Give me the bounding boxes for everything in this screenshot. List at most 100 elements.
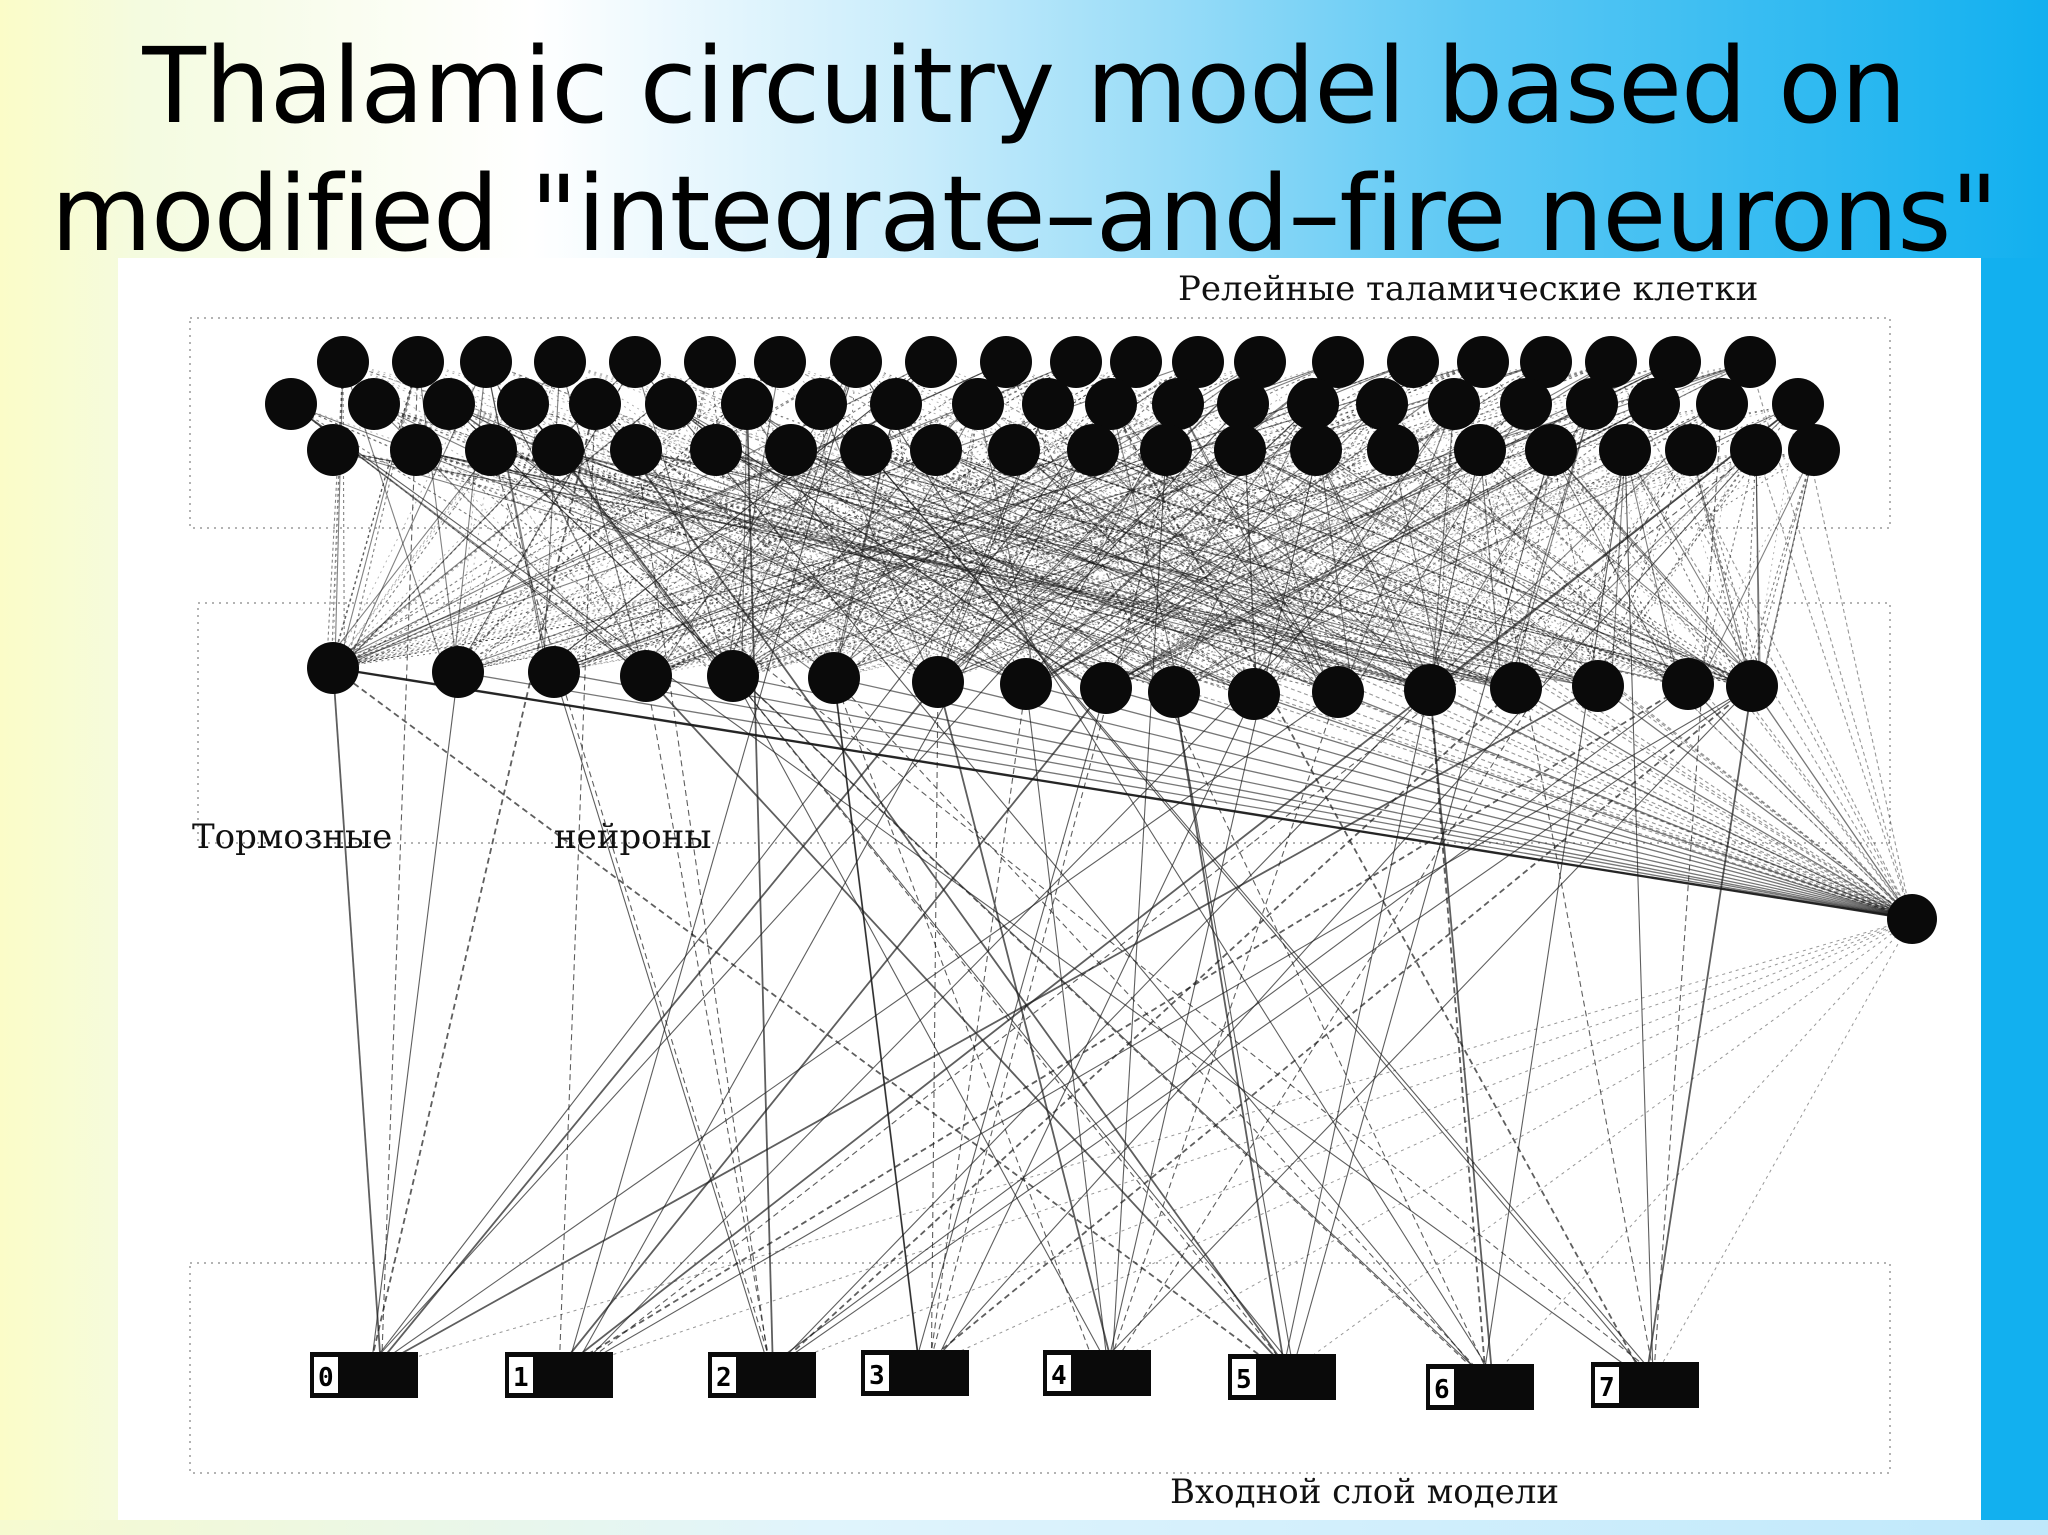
connection-line xyxy=(715,449,1510,689)
connection-line xyxy=(930,681,939,1369)
connection-line xyxy=(1550,449,1765,687)
relay-neuron xyxy=(1312,336,1364,388)
title-line-1: Thalamic circuitry model based on xyxy=(142,25,1906,147)
connection-line xyxy=(770,685,1753,1371)
connection-line xyxy=(779,361,1599,687)
connection-line xyxy=(553,361,1077,673)
relay-neuron xyxy=(1566,378,1618,430)
connection-line xyxy=(937,403,1179,683)
connection-line xyxy=(977,403,1913,920)
connection-line xyxy=(637,361,1484,677)
connection-line xyxy=(290,403,647,677)
connection-line xyxy=(342,361,1599,687)
connection-line xyxy=(709,361,1517,689)
connection-line xyxy=(332,449,1336,693)
connection-line xyxy=(645,361,1007,677)
connection-line xyxy=(732,403,1655,677)
relay-neuron xyxy=(980,336,1032,388)
connection-line xyxy=(1624,449,1680,685)
connection-line xyxy=(559,361,1027,685)
connection-line xyxy=(1239,449,1612,687)
bottom-band xyxy=(0,1520,2048,1535)
relay-neuron xyxy=(1772,378,1824,430)
input-unit-label: 7 xyxy=(1599,1373,1615,1403)
connection-line xyxy=(820,403,1913,920)
inhibitory-neuron xyxy=(1490,662,1542,714)
connection-line xyxy=(865,449,1585,687)
connection-line xyxy=(855,361,1431,691)
inhibitory-neuron xyxy=(1080,662,1132,714)
connection-line xyxy=(1687,683,1913,920)
connection-line xyxy=(820,403,1264,695)
input-unit-label-box xyxy=(863,1353,891,1393)
connection-line xyxy=(1047,403,1175,693)
connection-line xyxy=(790,449,939,683)
connection-line xyxy=(732,449,867,677)
connection-line xyxy=(1013,449,1517,689)
relay-neuron xyxy=(465,424,517,476)
connection-line xyxy=(553,361,1077,673)
connection-line xyxy=(1254,403,1655,695)
connection-line xyxy=(1652,403,1723,1381)
connection-line xyxy=(332,403,1593,669)
connection-line xyxy=(1381,403,1517,689)
connection-line xyxy=(1092,449,1255,695)
relay-neuron xyxy=(307,424,359,476)
connection-line xyxy=(415,449,1517,689)
connection-line xyxy=(937,403,1244,683)
connection-line xyxy=(1161,403,1383,693)
connection-line xyxy=(594,403,1291,1373)
relay-neuron xyxy=(1387,336,1439,388)
connection-line xyxy=(1597,685,1913,920)
relay-neuron xyxy=(534,336,586,388)
connection-line xyxy=(490,449,774,1371)
connection-line xyxy=(1013,449,1688,685)
connection-line xyxy=(415,449,1517,689)
connection-line xyxy=(332,449,1182,693)
connection-line xyxy=(332,449,1481,669)
input-unit-7: 7 xyxy=(1591,1362,1699,1408)
connection-line xyxy=(944,403,979,683)
connection-line xyxy=(1742,449,1815,687)
connection-line xyxy=(332,361,932,669)
connection-line xyxy=(927,449,1757,1369)
connection-line xyxy=(746,403,1517,689)
connection-line xyxy=(937,403,979,683)
connection-line xyxy=(635,449,1424,691)
connection-line xyxy=(332,403,1799,669)
relay-neuron xyxy=(1290,424,1342,476)
connection-line xyxy=(1482,361,1913,920)
connection-line xyxy=(1165,449,1339,693)
input-unit-label: 3 xyxy=(869,1361,885,1391)
connection-line xyxy=(1585,403,1799,687)
connection-line xyxy=(373,403,1913,920)
connection-line xyxy=(490,449,1027,685)
connection-line xyxy=(415,449,1913,920)
relay-neuron xyxy=(1172,336,1224,388)
relay-neuron xyxy=(390,424,442,476)
connection-line xyxy=(645,403,1723,677)
connection-line xyxy=(553,449,717,673)
connection-line xyxy=(1652,918,1913,1381)
connection-line xyxy=(820,403,844,679)
relay-neuron xyxy=(317,336,369,388)
connection-line xyxy=(1392,449,1739,687)
connection-line xyxy=(1312,403,1517,689)
connection-line xyxy=(724,361,1484,677)
connection-line xyxy=(935,449,1431,691)
connection-line xyxy=(1315,449,1749,687)
connection-line xyxy=(790,449,835,679)
inhibitory-neuron xyxy=(432,646,484,698)
connection-line xyxy=(635,449,1263,695)
relay-neuron xyxy=(1788,424,1840,476)
connection-line xyxy=(490,449,1027,685)
connection-line xyxy=(1517,449,1552,689)
connection-line xyxy=(1111,449,1167,1369)
connection-line xyxy=(1315,449,1436,691)
connection-line xyxy=(522,403,1517,689)
connection-line xyxy=(566,361,857,1371)
connection-line xyxy=(670,403,835,679)
